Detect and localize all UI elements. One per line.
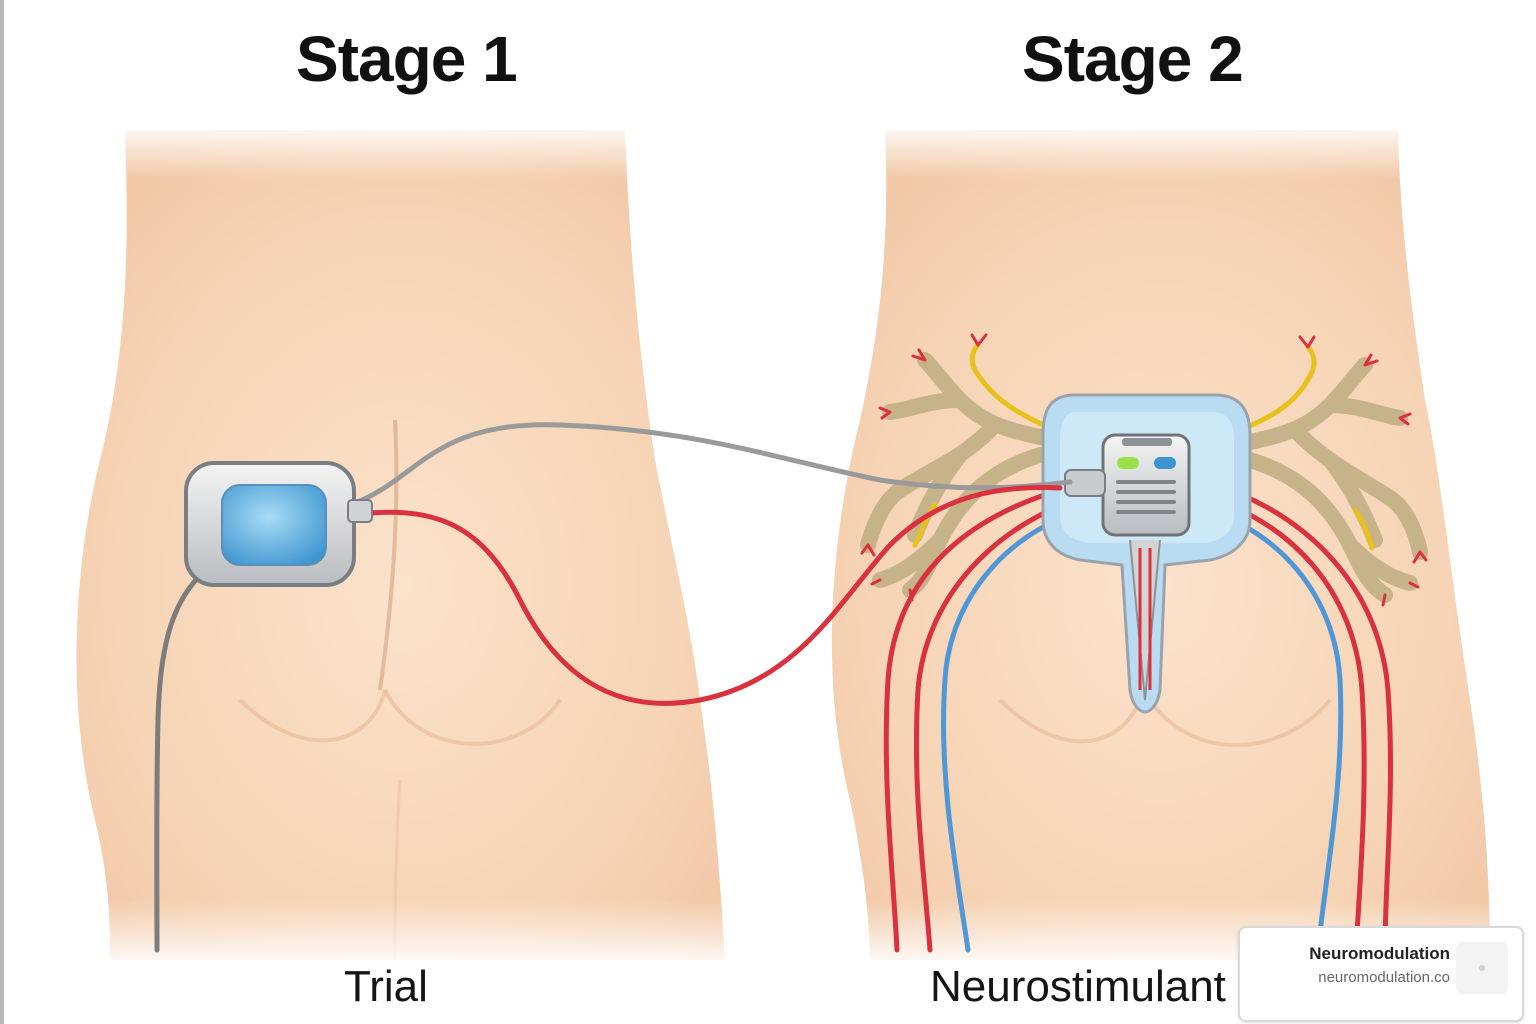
frame-edge [0,0,4,1024]
stage1-title: Stage 1 [296,23,518,95]
stage1-caption: Trial [344,962,428,1011]
nerve-plexus-right [1227,335,1428,607]
source-name: Neuromodulation [1309,944,1450,963]
source-url: neuromodulation.co [1318,969,1450,986]
stage2-leads [883,482,1393,953]
trial-leads [154,422,1073,953]
stage2-caption: Neurostimulant i [930,962,1248,1011]
stage2-title: Stage 2 [1022,23,1244,95]
source-attribution-card[interactable]: Neuromodulation neuromodulation.co [1238,926,1524,1022]
external-trial-stimulator [184,461,373,587]
image-placeholder-icon [1456,942,1508,994]
stage1-body [76,130,726,961]
implanted-neurostimulator [1041,393,1252,714]
